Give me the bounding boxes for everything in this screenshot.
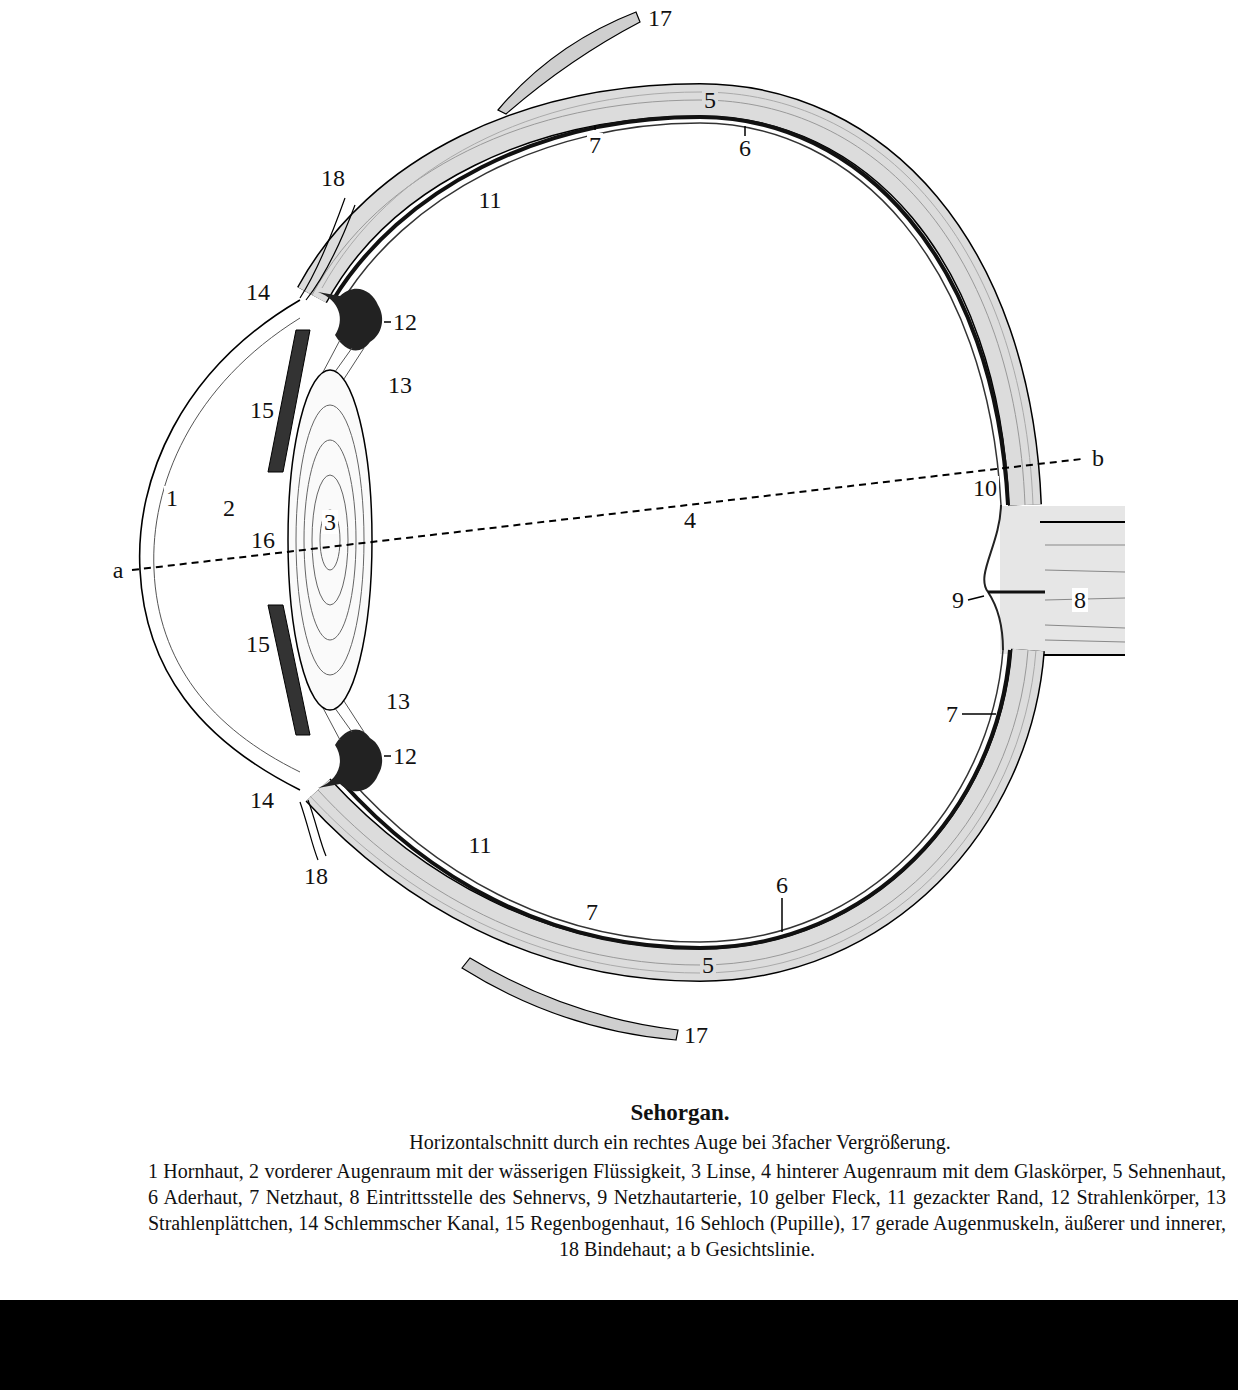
callout-number: 9 (950, 588, 966, 612)
optic-disc (984, 505, 1003, 650)
axis-letter: b (1090, 446, 1106, 470)
sclera (312, 100, 1025, 505)
callout-number: 17 (646, 6, 674, 30)
callout-number: 18 (319, 166, 347, 190)
callout-number: 10 (971, 476, 999, 500)
conjunctiva (300, 800, 326, 860)
callout-number: 5 (700, 953, 716, 977)
cornea (140, 300, 300, 790)
retinal-artery (988, 591, 1045, 594)
diagram-title: Sehorgan. (630, 1100, 729, 1125)
lens-layer (296, 405, 364, 675)
diagram-caption: Horizontalschnitt durch ein rechtes Auge… (409, 1130, 950, 1154)
callout-number: 16 (249, 528, 277, 552)
lens-layer (304, 440, 356, 640)
sclera-fibres (312, 100, 1028, 965)
callout-number: 7 (587, 133, 603, 157)
callout-number: 6 (737, 136, 753, 160)
sclera (312, 100, 1025, 505)
visual-axis (132, 459, 1085, 570)
callout-number: 6 (774, 873, 790, 897)
callout-number: 13 (386, 373, 414, 397)
axis-letter: a (111, 558, 126, 582)
ciliary-body (318, 289, 382, 351)
retina (340, 123, 1003, 942)
ciliary-body (318, 730, 382, 792)
callout-number: 7 (584, 900, 600, 924)
callout-number: 7 (944, 702, 960, 726)
sclera-fibres (310, 92, 1036, 973)
lens-layer (312, 475, 348, 605)
sclera (318, 650, 1028, 965)
callout-number: 12 (391, 744, 419, 768)
nerve-sheath (1035, 522, 1125, 655)
key-text: 1 Hornhaut, 2 vorderer Augenraum mit der… (148, 1158, 1226, 1262)
callout-number: 14 (248, 788, 276, 812)
callout-number: 12 (391, 310, 419, 334)
callout-number: 13 (384, 689, 412, 713)
callout-number: 11 (476, 188, 503, 212)
callout-number: 3 (322, 510, 338, 534)
leader-line (384, 126, 996, 932)
callout-number: 14 (244, 280, 272, 304)
callout-number: 11 (466, 833, 493, 857)
callout-number: 15 (244, 632, 272, 656)
callout-number: 5 (702, 88, 718, 112)
optic-nerve (1000, 506, 1125, 654)
callout-number: 1 (164, 486, 180, 510)
cornea (154, 318, 300, 772)
lens-layer (320, 510, 340, 570)
sclera (318, 650, 1028, 965)
nerve-fibres (1045, 545, 1125, 642)
callout-number: 8 (1072, 588, 1088, 612)
callout-number: 4 (682, 508, 698, 532)
footer-band (0, 1300, 1238, 1390)
conjunctiva (300, 198, 355, 300)
lens (288, 370, 372, 710)
callout-number: 17 (682, 1023, 710, 1047)
callout-number: 18 (302, 864, 330, 888)
choroid (333, 117, 1010, 948)
callout-number: 2 (221, 496, 237, 520)
callout-number: 15 (248, 398, 276, 422)
